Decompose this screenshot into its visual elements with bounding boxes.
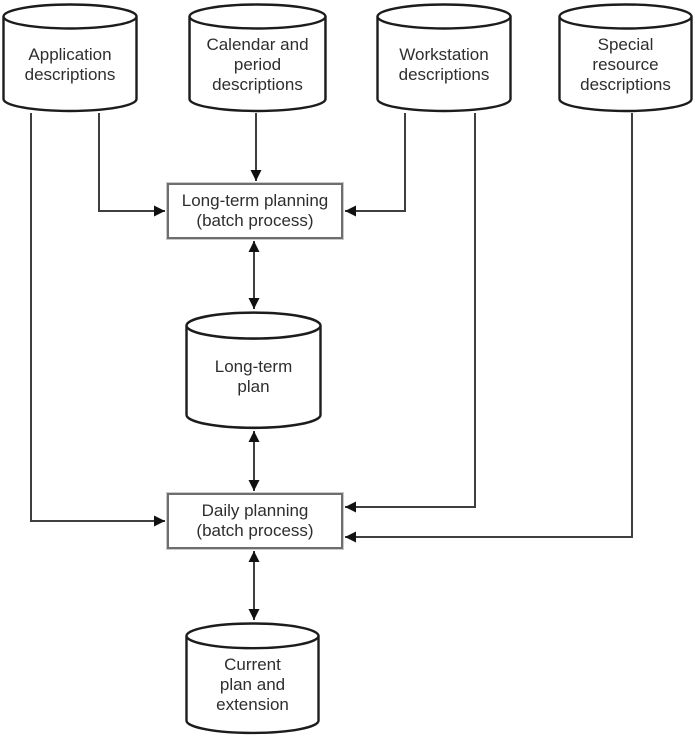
database-cylinder-icon (185, 311, 322, 430)
edge-application-to-daily-planning (30, 113, 165, 527)
database-cylinder-icon (185, 622, 320, 735)
edge-workstation-to-daily-planning (345, 113, 476, 513)
process-daily-planning: Daily planning (batch process) (167, 493, 343, 549)
database-cylinder-icon (188, 3, 327, 113)
datastore-calendar-period-descriptions: Calendar and period descriptions (188, 3, 327, 113)
process-longterm-planning: Long-term planning (batch process) (167, 183, 343, 239)
datastore-label: Application descriptions (24, 44, 116, 84)
datastore-current-plan-extension: Current plan and extension (185, 622, 320, 735)
database-cylinder-icon (376, 3, 512, 113)
datastore-workstation-descriptions: Workstation descriptions (376, 3, 512, 113)
database-cylinder-icon (2, 3, 138, 113)
datastore-application-descriptions: Application descriptions (2, 3, 138, 113)
edge-application-to-longterm-planning (98, 113, 165, 217)
datastore-longterm-plan: Long-term plan (185, 311, 322, 430)
datastore-label: Special resource descriptions (580, 34, 671, 94)
datastore-label: Workstation descriptions (398, 44, 490, 84)
datastore-special-resource-descriptions: Special resource descriptions (558, 3, 693, 113)
datastore-label: Calendar and period descriptions (206, 34, 309, 94)
edge-special-resource-to-daily-planning (345, 113, 633, 543)
database-cylinder-icon (558, 3, 693, 113)
datastore-label: Current plan and extension (216, 655, 289, 714)
datastore-label: Long-term plan (214, 357, 293, 396)
edge-workstation-to-longterm-planning (345, 113, 406, 217)
